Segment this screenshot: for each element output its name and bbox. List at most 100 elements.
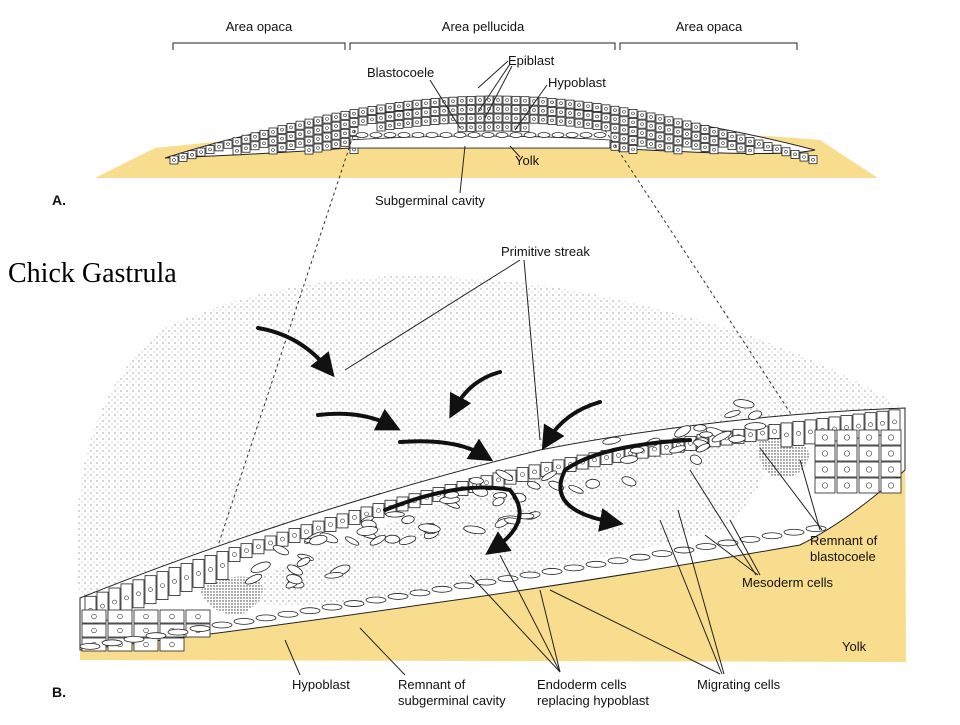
cell-nucleus <box>880 420 885 426</box>
cell-nucleus <box>649 133 653 137</box>
cell-nucleus <box>478 98 482 102</box>
blastoderm-cell <box>529 114 539 124</box>
cell-nucleus <box>568 102 572 106</box>
cell-nucleus <box>730 143 734 148</box>
arrow-6 <box>383 485 522 555</box>
blastoderm-cell <box>466 95 476 105</box>
cell-nucleus <box>577 103 581 107</box>
blastoderm-cell <box>565 99 575 109</box>
mesoderm-cell <box>286 574 303 585</box>
blastoderm-cell <box>367 106 377 115</box>
cell-nucleus <box>844 425 849 430</box>
blastoderm-cell <box>520 96 530 106</box>
cell-nucleus <box>856 423 861 429</box>
mesoderm-cell <box>696 443 710 453</box>
hypoblast-cell <box>411 132 425 138</box>
blastoderm-cell <box>655 132 665 142</box>
mesoderm-cell <box>724 410 741 418</box>
cell-nucleus <box>298 132 302 136</box>
area-opaca-cell <box>81 609 107 624</box>
hypoblast-cell-b <box>101 639 123 647</box>
mesoderm-cell <box>711 430 732 443</box>
cell-nucleus <box>664 444 669 450</box>
cell-nucleus <box>622 146 626 150</box>
cell-nucleus <box>556 464 561 470</box>
cell-nucleus <box>721 141 725 145</box>
blastoderm-cell <box>412 99 422 109</box>
mesoderm-cell <box>401 515 415 524</box>
blastoderm-cell <box>682 120 692 130</box>
cell-nucleus <box>843 466 850 473</box>
blastoderm-cell <box>502 122 512 132</box>
area-opaca-cell <box>880 477 902 494</box>
cell-nucleus <box>739 146 743 150</box>
cell-nucleus <box>793 152 797 157</box>
mesoderm-cell <box>733 399 755 409</box>
cell-nucleus <box>172 579 177 584</box>
cell-nucleus <box>484 480 489 485</box>
blastoderm-cell <box>475 113 485 123</box>
mesoderm-cell <box>272 544 290 556</box>
cell-nucleus <box>169 641 175 648</box>
blastoderm-cell <box>763 142 773 151</box>
hypoblast-cell <box>397 132 411 138</box>
cell-nucleus <box>865 434 872 441</box>
cell-nucleus <box>181 155 185 160</box>
blastoderm-cell <box>466 122 476 132</box>
cell-nucleus <box>505 107 509 111</box>
cell-nucleus <box>559 101 563 105</box>
cell-nucleus <box>523 125 527 130</box>
blastoderm-cell <box>358 116 368 126</box>
mesoderm-cell <box>669 445 686 454</box>
blastoderm-cell <box>322 123 332 133</box>
blastoderm-cell <box>664 134 674 144</box>
blastoderm-cell <box>304 127 314 137</box>
cell-nucleus <box>397 113 401 118</box>
cell-nucleus <box>721 132 725 136</box>
blastoderm-cell <box>574 100 584 110</box>
hypoblast-cell-b <box>519 571 541 579</box>
hypoblast-cell-b <box>343 600 365 607</box>
blastoderm-cell <box>340 119 350 129</box>
cell-nucleus <box>316 119 320 123</box>
blastoderm-cell <box>520 123 530 133</box>
blastoderm-cell <box>169 155 179 165</box>
blastoderm-cell <box>601 113 611 123</box>
blastoderm-cell <box>529 105 539 115</box>
cell-nucleus <box>379 116 383 120</box>
blastoderm-cell <box>709 136 719 146</box>
hypoblast-cell-b <box>739 535 761 543</box>
blastoderm-cell <box>250 141 260 151</box>
blastoderm-cell <box>412 117 422 127</box>
cell-nucleus <box>730 134 734 139</box>
cell-nucleus <box>496 107 500 111</box>
hypoblast-cell-b <box>233 618 255 625</box>
blastoderm-cell <box>646 139 656 149</box>
blastoderm-cell <box>250 132 260 142</box>
blastoderm-cell <box>637 128 647 138</box>
blastoderm-cell <box>439 106 449 116</box>
cell-nucleus <box>235 148 239 153</box>
cell-nucleus <box>424 110 428 115</box>
epiblast-cell <box>588 452 601 468</box>
arrow-3 <box>316 408 401 431</box>
cell-nucleus <box>649 124 653 128</box>
cell-nucleus <box>604 125 608 129</box>
cell-nucleus <box>541 117 545 122</box>
blastoderm-cell <box>295 129 305 139</box>
blastoderm-cell <box>187 150 197 160</box>
cell-nucleus <box>676 148 680 152</box>
cell-nucleus <box>694 143 698 147</box>
cell-nucleus <box>424 101 428 106</box>
cell-nucleus <box>433 109 437 114</box>
cell-nucleus <box>631 129 635 134</box>
cell-nucleus <box>433 100 437 105</box>
mesoderm-cell <box>250 561 271 574</box>
cell-nucleus <box>550 118 554 123</box>
blastoderm-cell <box>754 139 764 149</box>
mesoderm-cell <box>699 431 713 438</box>
blastoderm-cell <box>592 112 602 121</box>
area-opaca-cell <box>836 445 858 462</box>
cell-nucleus <box>379 125 383 129</box>
blastoderm-cell <box>619 107 629 117</box>
